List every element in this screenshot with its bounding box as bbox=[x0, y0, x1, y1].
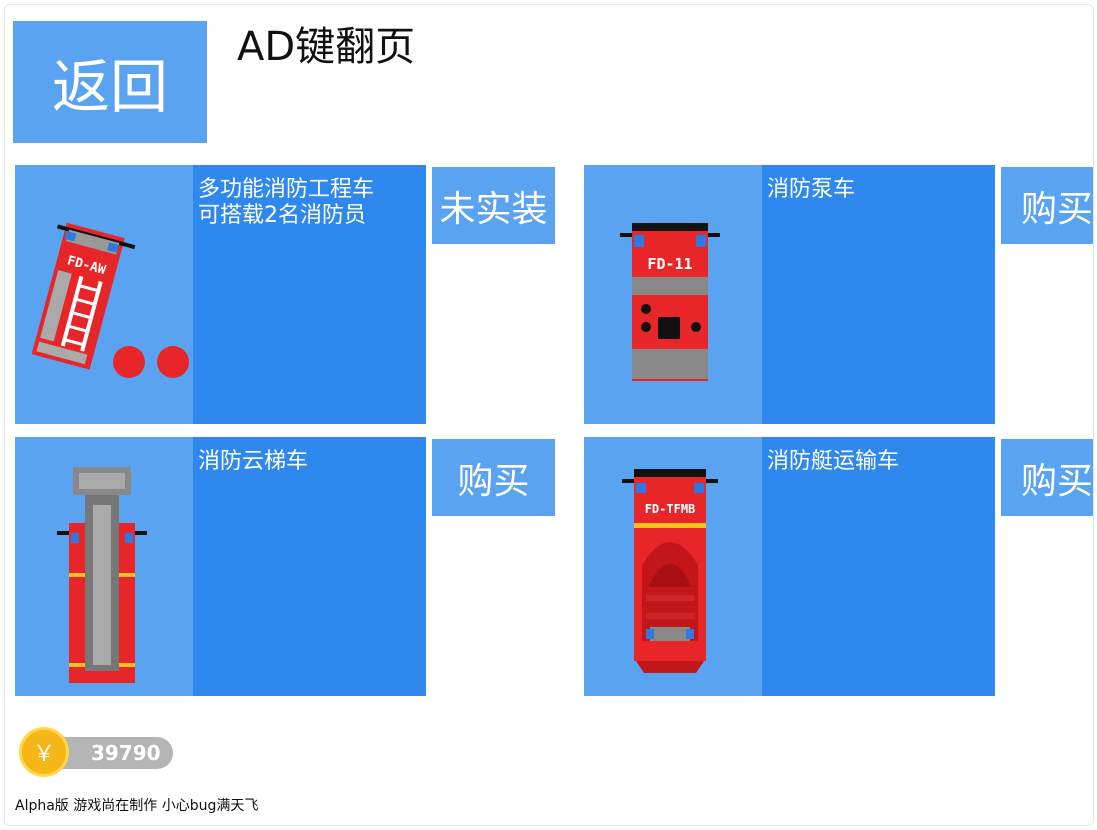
vehicle-image-aerial-workshop: FD-AW bbox=[15, 165, 193, 424]
vehicle-info-boat-transporter: 消防艇运输车 bbox=[762, 437, 995, 696]
vehicle-name-line1: 消防云梯车 bbox=[198, 449, 309, 474]
back-button[interactable]: 返回 bbox=[13, 21, 207, 143]
vehicle-card-aerial-workshop: FD-AW 多功能消防工程车 可搭载2名消防员 bbox=[15, 165, 426, 424]
vehicle-name-line1: 消防艇运输车 bbox=[767, 449, 900, 474]
vehicle-image-boat-transporter: FD-TFMB bbox=[584, 437, 762, 696]
vehicle-info-aerial-workshop: 多功能消防工程车 可搭载2名消防员 bbox=[193, 165, 426, 424]
vehicle-info-pump-truck: 消防泵车 bbox=[762, 165, 995, 424]
buy-button-pump-truck[interactable]: 购买 bbox=[1001, 167, 1093, 244]
buy-button-boat-transporter[interactable]: 购买 bbox=[1001, 439, 1093, 516]
alpha-notice: Alpha版 游戏尚在制作 小心bug满天飞 bbox=[15, 798, 259, 814]
vehicle-card-pump-truck: FD-11 消防泵车 bbox=[584, 165, 995, 424]
vehicle-card-ladder-truck: F K 消防云梯车 bbox=[15, 437, 426, 696]
vehicle-image-ladder-truck: F K bbox=[15, 437, 193, 696]
vehicle-tag-boat-transporter: FD-TFMB bbox=[645, 502, 696, 516]
vehicle-tag-pump-truck: FD-11 bbox=[647, 255, 692, 273]
coin-balance: 39790 bbox=[91, 741, 161, 765]
vehicle-name-ladder-truck: 消防云梯车 bbox=[198, 449, 308, 475]
buy-button-ladder-truck[interactable]: 购买 bbox=[432, 439, 555, 516]
vehicle-name-line1: 消防泵车 bbox=[767, 177, 856, 202]
coin-balance-pill bbox=[53, 737, 173, 769]
coin-icon: ￥ bbox=[19, 727, 69, 777]
not-implemented-button[interactable]: 未实装 bbox=[432, 167, 555, 244]
shop-screen: 返回 AD键翻页 FD-AW bbox=[4, 4, 1094, 826]
vehicle-card-boat-transporter: FD-TFMB 消防艇运输车 bbox=[584, 437, 995, 696]
page-title: AD键翻页 bbox=[237, 24, 416, 70]
vehicle-info-ladder-truck: 消防云梯车 bbox=[193, 437, 426, 696]
vehicle-name-boat-transporter: 消防艇运输车 bbox=[767, 449, 899, 475]
vehicle-name-line1: 多功能消防工程车 bbox=[198, 177, 375, 202]
vehicle-name-pump-truck: 消防泵车 bbox=[767, 177, 855, 203]
vehicle-name-line2: 可搭载2名消防员 bbox=[198, 203, 366, 228]
vehicle-name-aerial-workshop: 多功能消防工程车 可搭载2名消防员 bbox=[198, 177, 374, 229]
vehicle-image-pump-truck: FD-11 bbox=[584, 165, 762, 424]
